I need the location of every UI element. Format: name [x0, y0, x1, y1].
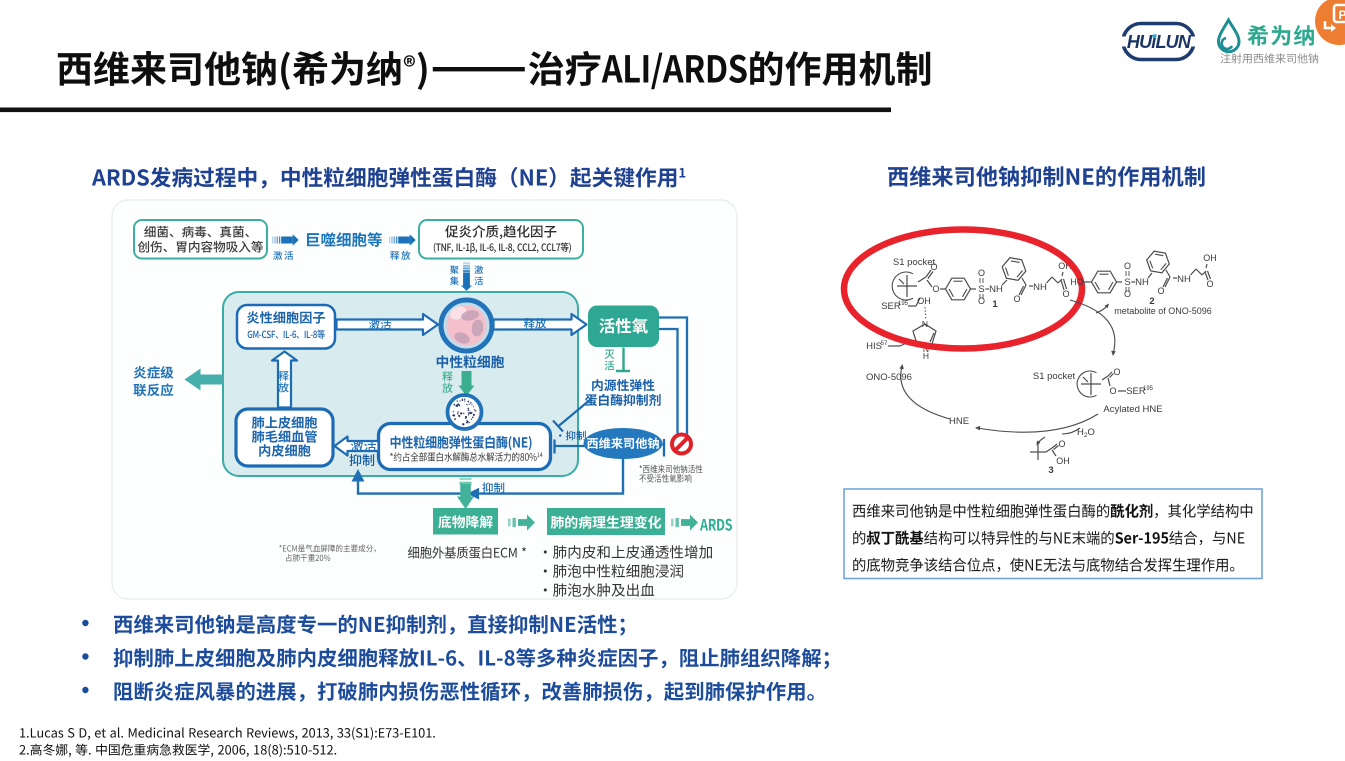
svg-text:OH: OH [1203, 253, 1217, 263]
svg-text:O: O [1206, 279, 1213, 289]
svg-text:H2O: H2O [1077, 427, 1095, 439]
svg-text:Acylated HNE: Acylated HNE [1103, 404, 1162, 415]
svg-text:N: N [922, 319, 928, 329]
svg-text:O: O [1109, 386, 1116, 396]
svg-text:S: S [1124, 277, 1130, 288]
svg-text:S1 pocket: S1 pocket [1033, 371, 1076, 382]
svg-text:OH: OH [917, 296, 931, 306]
svg-text:metabolite of ONO-5096: metabolite of ONO-5096 [1114, 306, 1212, 316]
svg-text:O: O [978, 296, 985, 306]
svg-text:S: S [978, 284, 984, 295]
svg-text:O: O [1157, 286, 1164, 296]
svg-text:NH: NH [1033, 282, 1047, 293]
svg-text:195: 195 [898, 301, 909, 307]
svg-text:O: O [978, 268, 985, 278]
svg-text:2: 2 [1149, 296, 1154, 307]
svg-text:O: O [932, 284, 939, 294]
svg-text:NH: NH [1177, 274, 1191, 285]
svg-text:P: P [1338, 8, 1345, 22]
svg-text:O: O [1013, 294, 1020, 304]
svg-text:HO: HO [1070, 277, 1084, 287]
svg-text:S1 pocket: S1 pocket [893, 257, 936, 268]
svg-text:O: O [1124, 261, 1131, 271]
svg-text:OH: OH [1058, 261, 1072, 271]
svg-text:SER: SER [881, 301, 901, 312]
svg-text:3: 3 [1048, 465, 1053, 476]
svg-text:O: O [1058, 439, 1065, 449]
svg-text:HUiLUN: HUiLUN [1127, 32, 1192, 52]
svg-text:O: O [1113, 367, 1120, 377]
svg-text:1: 1 [992, 299, 998, 310]
svg-text:57: 57 [881, 341, 888, 347]
svg-text:ONO-5096: ONO-5096 [866, 372, 912, 383]
svg-text:H: H [923, 351, 929, 361]
svg-text:OH: OH [1056, 456, 1070, 466]
svg-text:HNE: HNE [949, 416, 969, 427]
svg-text:O: O [1124, 289, 1131, 299]
svg-text:O: O [1062, 289, 1069, 299]
svg-text:195: 195 [1143, 386, 1154, 392]
svg-text:HIS: HIS [866, 341, 882, 352]
svg-text:O: O [930, 262, 937, 272]
svg-text:NH: NH [989, 284, 1003, 295]
svg-text:NH: NH [1135, 277, 1149, 288]
svg-text:SER: SER [1126, 386, 1146, 397]
